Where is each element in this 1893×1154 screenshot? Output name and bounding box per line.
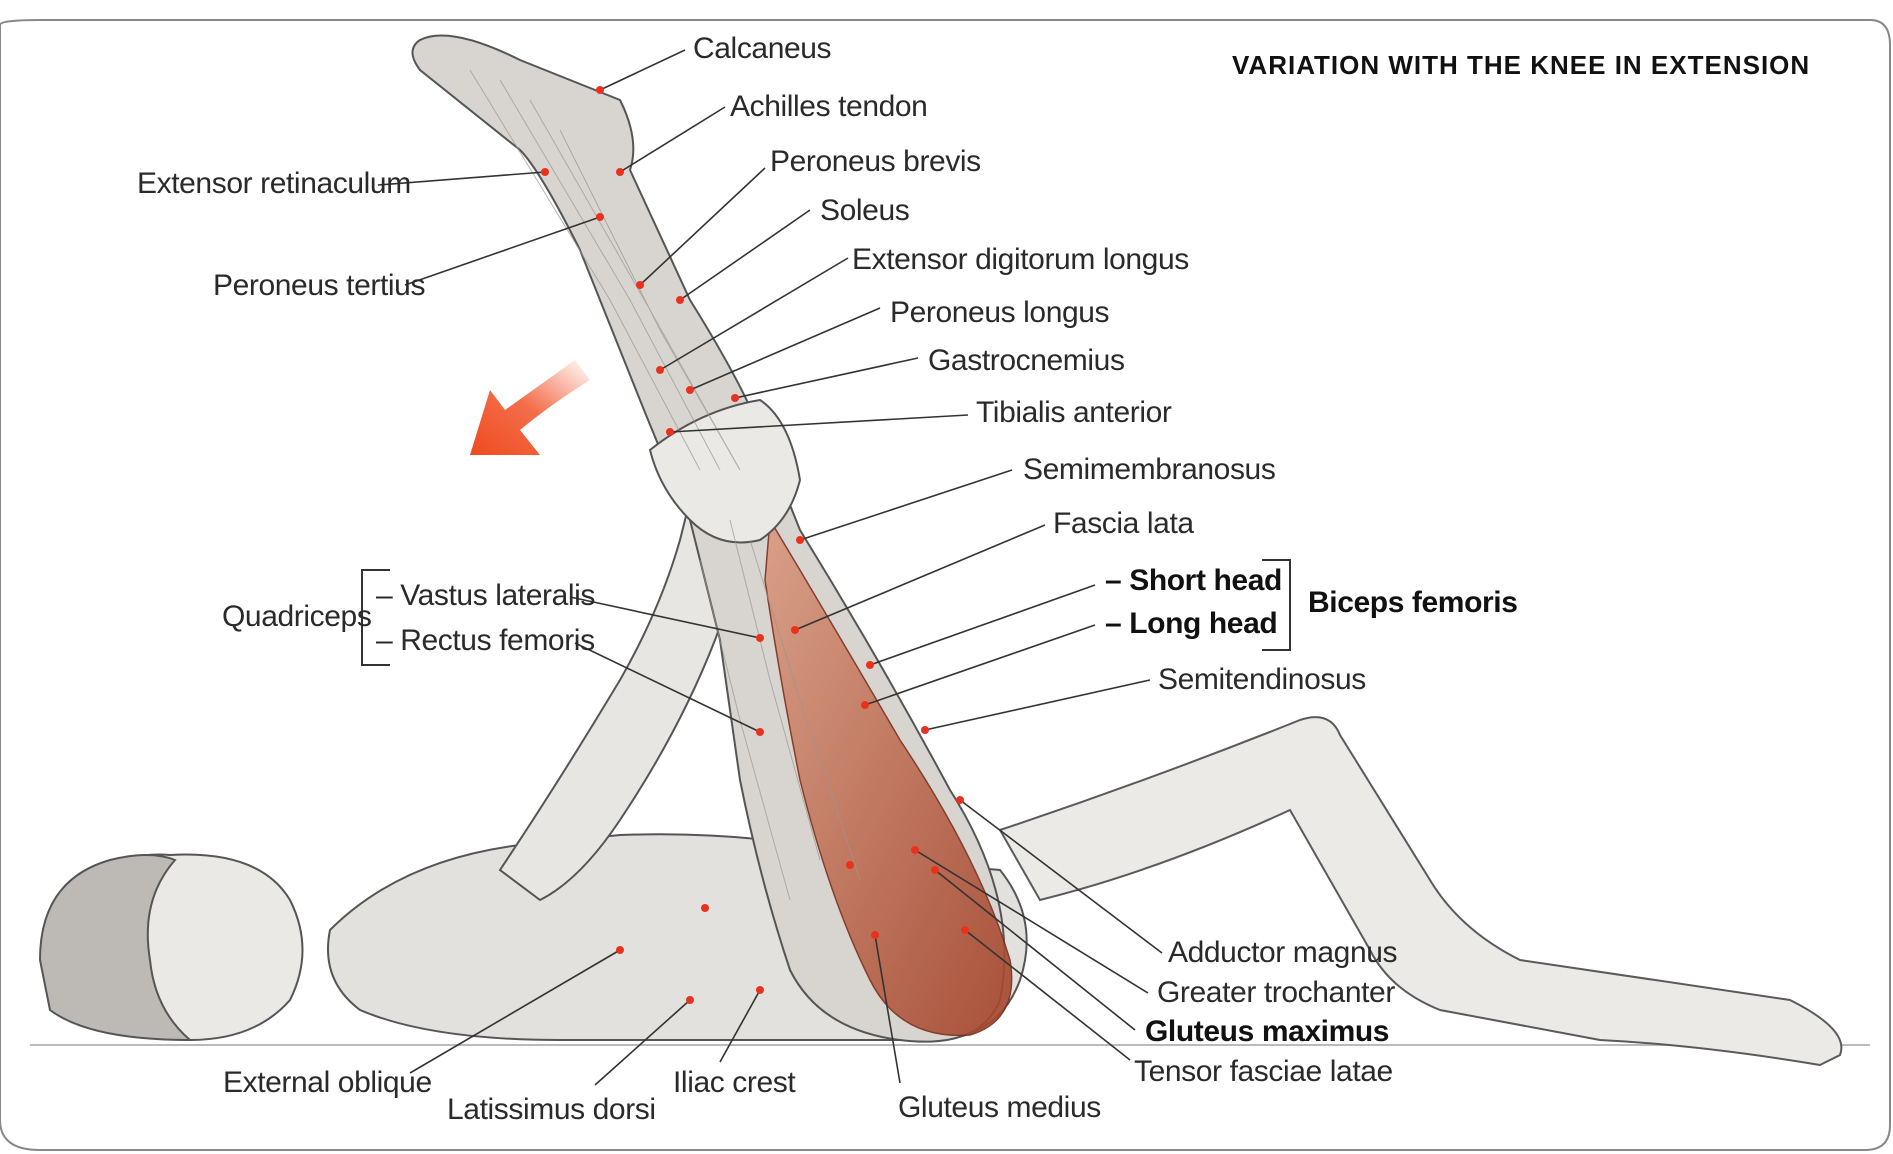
marker-dots <box>541 86 969 1004</box>
label-rectus-femoris: – Rectus femoris <box>376 624 595 657</box>
frame-border <box>0 19 1891 1151</box>
hamstring-muscles <box>764 517 1013 1037</box>
label-fascia-lata: Fascia lata <box>1053 507 1194 540</box>
quadriceps-bracket <box>361 569 390 666</box>
left-leg-shape <box>998 716 1843 1067</box>
label-latissimus-dorsi: Latissimus dorsi <box>447 1093 656 1126</box>
hair-shape <box>38 854 193 1042</box>
label-achilles-tendon: Achilles tendon <box>730 90 928 123</box>
label-peroneus-longus: Peroneus longus <box>890 296 1110 329</box>
label-gastrocnemius: Gastrocnemius <box>928 344 1125 377</box>
label-extensor-retinaculum: Extensor retinaculum <box>137 167 411 200</box>
leader-lines <box>377 49 1163 1086</box>
label-semimembranosus: Semimembranosus <box>1023 453 1276 486</box>
label-adductor-magnus: Adductor magnus <box>1168 936 1398 969</box>
label-tibialis-anterior: Tibialis anterior <box>976 396 1172 429</box>
label-quadriceps: Quadriceps <box>222 600 372 633</box>
label-extensor-digitorum-longus: Extensor digitorum longus <box>852 243 1189 276</box>
label-tensor-fasciae-latae: Tensor fasciae latae <box>1134 1055 1393 1088</box>
muscle-fibers <box>469 69 861 901</box>
biceps-femoris-bracket <box>1262 559 1291 651</box>
label-iliac-crest: Iliac crest <box>673 1066 796 1099</box>
label-semitendinosus: Semitendinosus <box>1158 663 1366 696</box>
label-long-head: – Long head <box>1105 607 1278 640</box>
label-gluteus-medius: Gluteus medius <box>898 1091 1101 1124</box>
figure-title: VARIATION WITH THE KNEE IN EXTENSION <box>1232 50 1811 80</box>
label-vastus-lateralis: – Vastus lateralis <box>376 579 596 612</box>
label-greater-trochanter: Greater trochanter <box>1157 976 1395 1009</box>
label-external-oblique: External oblique <box>223 1066 432 1099</box>
stretch-direction-arrow <box>470 360 590 455</box>
hand-shape <box>648 398 802 544</box>
label-soleus: Soleus <box>820 194 910 227</box>
label-biceps-femoris: Biceps femoris <box>1308 586 1518 619</box>
label-peroneus-brevis: Peroneus brevis <box>770 145 981 178</box>
label-calcaneus: Calcaneus <box>693 32 832 65</box>
label-short-head: – Short head <box>1105 564 1282 597</box>
label-peroneus-tertius: Peroneus tertius <box>213 269 426 302</box>
label-gluteus-maximus: Gluteus maximus <box>1145 1015 1390 1048</box>
